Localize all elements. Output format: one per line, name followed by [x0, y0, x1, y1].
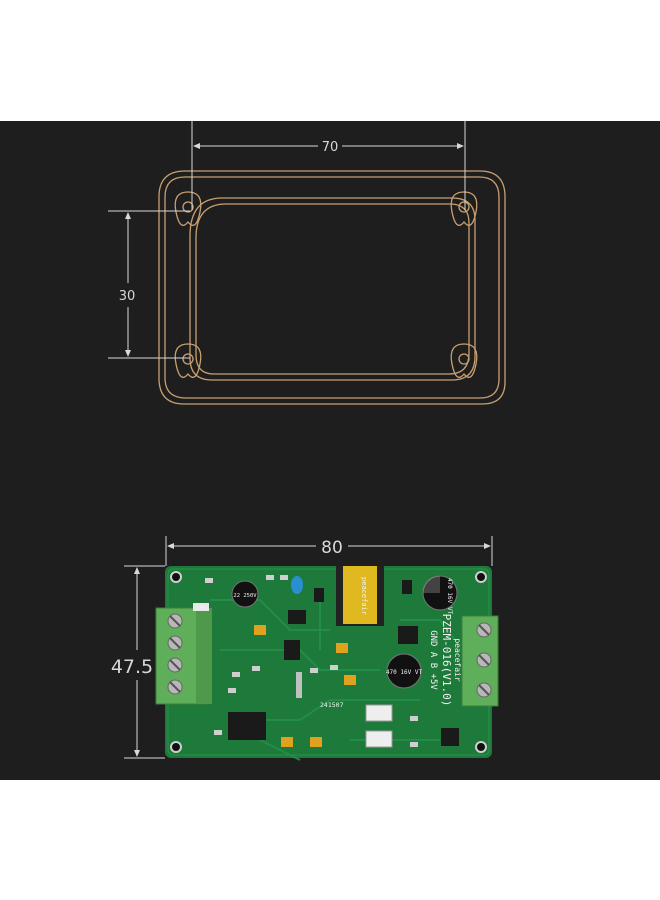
transformer-label: peacefair	[360, 577, 368, 615]
resistor-100-label: 100	[196, 605, 207, 612]
crystal	[296, 672, 302, 698]
capacitor-left: 22 250V	[231, 580, 259, 608]
capacitor-mid: 470 16V VT	[386, 653, 423, 689]
model-label: PZEM-016(V1.0)	[440, 614, 453, 707]
pins-label: GND A B +5V	[428, 630, 438, 690]
mount-hole-tr	[450, 191, 478, 226]
ceramic-capacitor-blue	[291, 576, 303, 594]
smd-components	[193, 575, 418, 747]
pcb-board	[165, 566, 492, 761]
capacitor-top-right: 470 16V VT	[422, 575, 458, 615]
dimension-80-label: 80	[321, 538, 343, 558]
optocouplers	[365, 704, 393, 748]
capacitor-top-label: 470 16V VT	[446, 578, 453, 615]
pcb-mount-holes	[170, 571, 487, 753]
terminal-block-right	[461, 615, 499, 707]
dimension-80	[165, 536, 493, 566]
model-silkscreen: peacefair PZEM-016(V1.0) GND A B +5V	[428, 614, 462, 707]
dimension-70-label: 70	[322, 140, 339, 155]
brand-label: peacefair	[453, 638, 462, 682]
transformer: peacefair	[336, 566, 384, 626]
dimension-30	[108, 210, 190, 359]
diode	[402, 580, 412, 594]
mount-hole-br	[450, 343, 478, 378]
ic-chips	[228, 588, 459, 746]
dimension-70	[191, 121, 466, 210]
mount-hole-bl	[174, 343, 202, 378]
dimension-47-5	[124, 565, 165, 759]
capacitor-left-label: 22 250V	[233, 593, 257, 599]
resistor-100	[193, 603, 209, 611]
capacitor-mid-label: 470 16V VT	[386, 669, 423, 676]
dimension-30-label: 30	[119, 289, 136, 304]
terminal-block-left	[155, 607, 212, 705]
dimension-47-5-label: 47.5	[111, 656, 153, 678]
mount-hole-tl	[174, 191, 202, 226]
date-code: 241507	[320, 701, 344, 709]
enclosure-outline	[158, 170, 506, 405]
